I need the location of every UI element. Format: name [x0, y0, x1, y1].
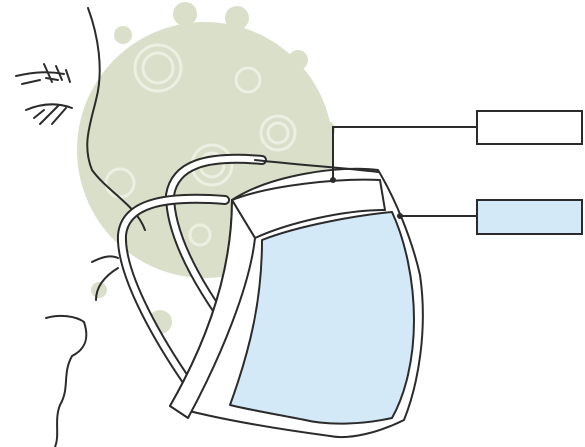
face-mask-icon: [122, 159, 423, 437]
outer-layer-label-box: [476, 110, 583, 145]
leader-dot-bottom: [397, 213, 403, 219]
leader-dot-top: [330, 177, 336, 183]
filter-layer-label-box: [476, 199, 583, 235]
